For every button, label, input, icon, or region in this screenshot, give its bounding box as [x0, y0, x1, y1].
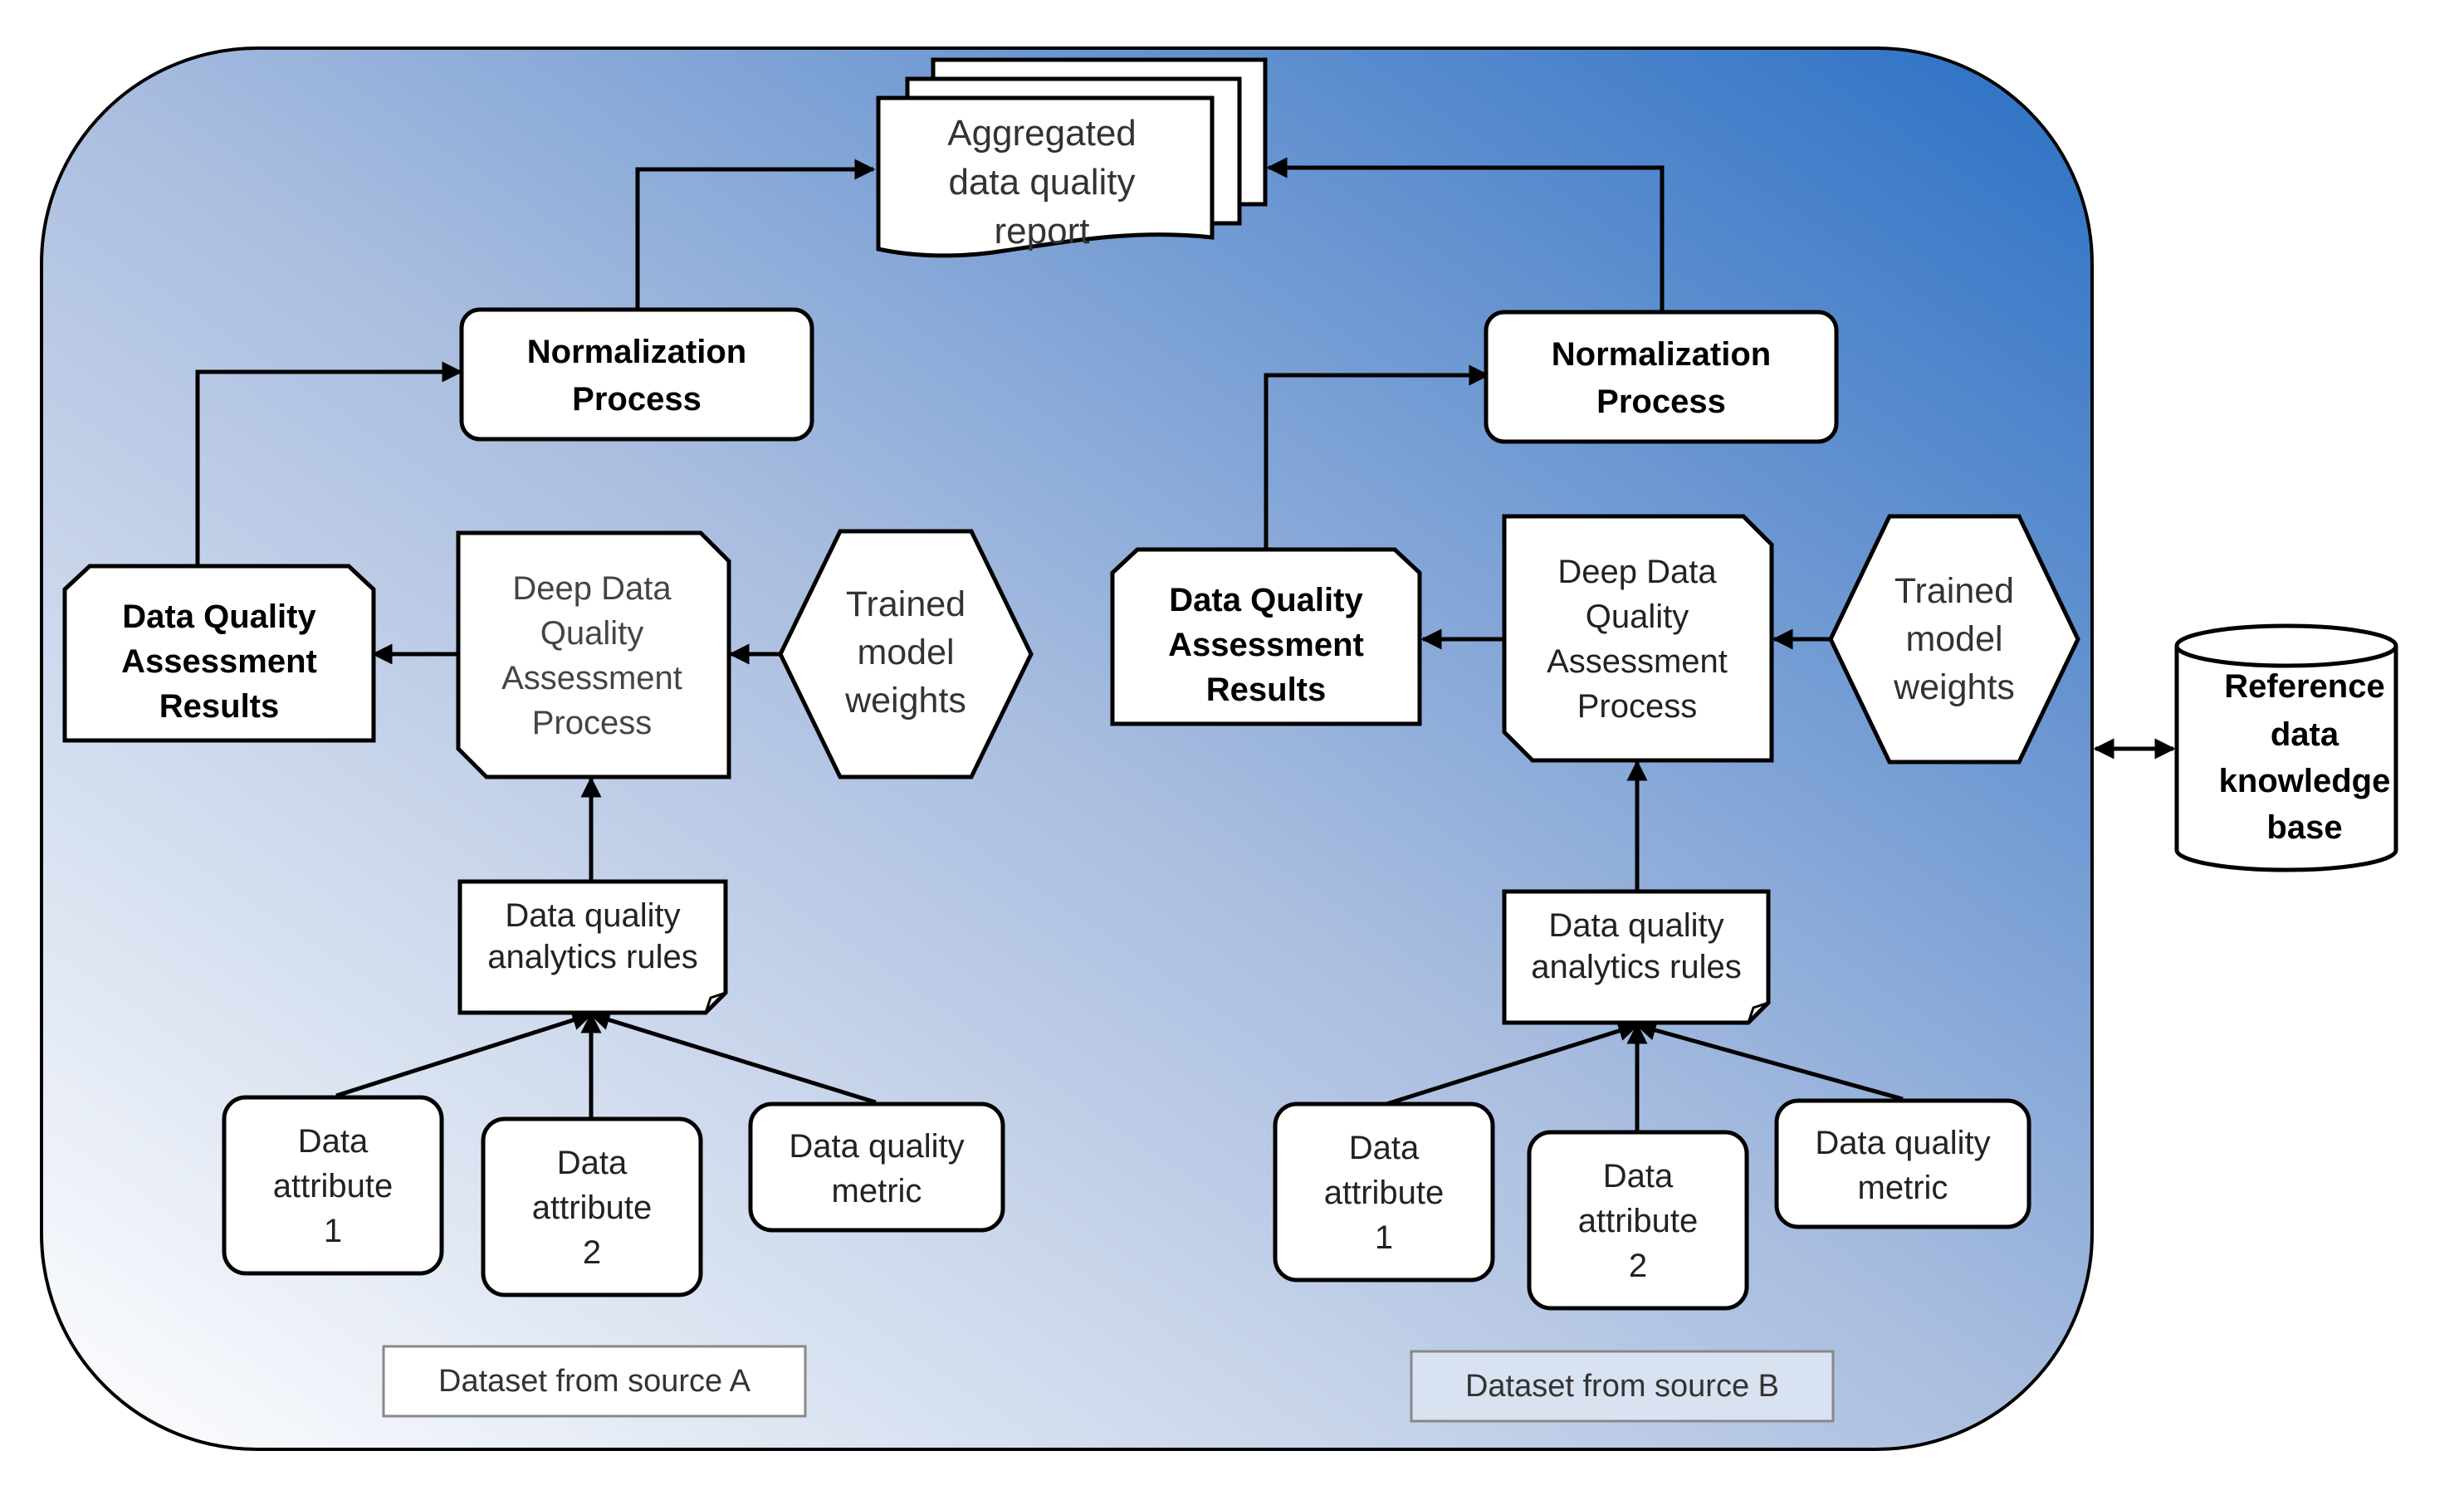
- deep-process-a-line3: Assessment: [501, 660, 682, 696]
- data-attribute-2-b: Data attribute 2: [1527, 1130, 1749, 1311]
- assessment-results-b: Data Quality Assessment Results: [1110, 547, 1422, 726]
- deep-process-b-line4: Process: [1577, 688, 1698, 725]
- knowledge-base-line2: data: [2271, 716, 2339, 753]
- edge-b-results-to-norm: [1264, 364, 1490, 550]
- metric-a-line1: Data quality: [789, 1128, 964, 1165]
- deep-assessment-process-b: Deep Data Quality Assessment Process: [1502, 514, 1774, 763]
- assessment-results-a-line1: Data Quality: [122, 598, 316, 635]
- rules-a-line2: analytics rules: [487, 939, 697, 975]
- attr2-a-line2: attribute: [532, 1190, 653, 1226]
- dataset-a-text: Dataset from source A: [438, 1364, 751, 1399]
- trained-weights-a-line1: Trained: [846, 584, 966, 624]
- normalization-b-line2: Process: [1596, 383, 1726, 420]
- normalization-process-a: Normalization Process: [459, 307, 814, 442]
- aggregated-report-node: Aggregated data quality report: [876, 57, 1268, 258]
- trained-weights-b: Trained model weights: [1828, 514, 2080, 765]
- assessment-results-a-line2: Assessment: [121, 643, 317, 680]
- edge-a-attr1-to-rules: [335, 1009, 594, 1098]
- dataset-label-a: Dataset from source A: [382, 1345, 807, 1418]
- trained-weights-b-line1: Trained: [1894, 571, 2014, 611]
- assessment-results-b-line3: Results: [1206, 672, 1327, 708]
- metric-a-line2: metric: [832, 1173, 922, 1209]
- report-label-line2: data quality: [948, 162, 1135, 203]
- attr2-b-line2: attribute: [1578, 1203, 1699, 1239]
- knowledge-base-line1: Reference: [2224, 668, 2384, 705]
- assessment-results-a: Data Quality Assessment Results: [62, 564, 376, 743]
- edge-a-metric-to-rules: [589, 1009, 877, 1105]
- data-attribute-1-b: Data attribute 1: [1273, 1102, 1495, 1282]
- attr1-b-line1: Data: [1349, 1130, 1420, 1166]
- knowledge-base-line4: base: [2266, 809, 2342, 846]
- edge-a-results-to-norm: [195, 361, 463, 566]
- knowledge-base-line3: knowledge: [2219, 763, 2391, 799]
- assessment-results-b-line1: Data Quality: [1169, 582, 1363, 618]
- analytics-rules-a: Data quality analytics rules: [457, 879, 728, 1015]
- normalization-a-line1: Normalization: [527, 334, 746, 370]
- metric-b-line1: Data quality: [1815, 1125, 1990, 1161]
- assessment-results-a-line3: Results: [159, 688, 280, 725]
- analytics-rules-b: Data quality analytics rules: [1502, 889, 1771, 1025]
- attr1-a-line3: 1: [324, 1213, 342, 1249]
- edge-b-attr1-to-rules: [1386, 1020, 1640, 1107]
- report-label-line3: report: [995, 211, 1090, 252]
- trained-weights-b-line3: weights: [1893, 667, 2015, 707]
- deep-process-b-line1: Deep Data: [1557, 554, 1717, 590]
- attr2-b-line1: Data: [1603, 1158, 1674, 1194]
- rules-b-line1: Data quality: [1548, 907, 1723, 944]
- data-attribute-2-a: Data attribute 2: [481, 1116, 703, 1297]
- edges: [195, 157, 2176, 1131]
- trained-weights-a-line2: model: [857, 633, 954, 672]
- attr1-a-line1: Data: [298, 1123, 369, 1160]
- edge-b-metric-to-rules: [1635, 1019, 1904, 1102]
- deep-assessment-process-a: Deep Data Quality Assessment Process: [456, 530, 731, 779]
- dataset-b-text: Dataset from source B: [1465, 1369, 1779, 1404]
- assessment-results-b-line2: Assessment: [1168, 627, 1364, 663]
- trained-weights-a-line3: weights: [844, 681, 966, 721]
- trained-weights-b-line2: model: [1905, 619, 2002, 659]
- normalization-a-line2: Process: [572, 381, 702, 418]
- dataset-label-b: Dataset from source B: [1410, 1350, 1835, 1423]
- edge-b-norm-to-report: [1266, 157, 1665, 312]
- attr2-a-line3: 2: [583, 1234, 601, 1271]
- edge-a-norm-to-report: [635, 159, 876, 310]
- attr1-b-line2: attribute: [1324, 1175, 1445, 1211]
- report-label-line1: Aggregated: [947, 113, 1137, 154]
- rules-a-line1: Data quality: [505, 897, 680, 934]
- data-quality-metric-b: Data quality metric: [1774, 1098, 2031, 1229]
- deep-process-b-line2: Quality: [1586, 598, 1689, 635]
- attr1-a-line2: attribute: [273, 1168, 394, 1204]
- source-a-group: Normalization Process Data Quality Asses…: [62, 307, 1034, 1418]
- metric-b-line2: metric: [1858, 1170, 1948, 1206]
- deep-process-a-line1: Deep Data: [512, 570, 672, 607]
- trained-weights-a: Trained model weights: [778, 529, 1034, 779]
- reference-knowledge-base: Reference data knowledge base: [2174, 623, 2398, 872]
- deep-process-a-line2: Quality: [540, 615, 644, 652]
- normalization-process-b: Normalization Process: [1484, 310, 1839, 444]
- attr1-b-line3: 1: [1375, 1219, 1393, 1256]
- attr2-b-line3: 2: [1629, 1248, 1647, 1284]
- source-b-group: Normalization Process Data Quality Asses…: [1110, 310, 2080, 1423]
- rules-b-line2: analytics rules: [1531, 949, 1741, 985]
- deep-process-b-line3: Assessment: [1547, 643, 1728, 680]
- data-quality-metric-a: Data quality metric: [748, 1102, 1005, 1233]
- deep-process-a-line4: Process: [532, 705, 653, 741]
- attr2-a-line1: Data: [557, 1145, 628, 1181]
- normalization-b-line1: Normalization: [1552, 336, 1771, 373]
- data-attribute-1-a: Data attribute 1: [222, 1095, 444, 1276]
